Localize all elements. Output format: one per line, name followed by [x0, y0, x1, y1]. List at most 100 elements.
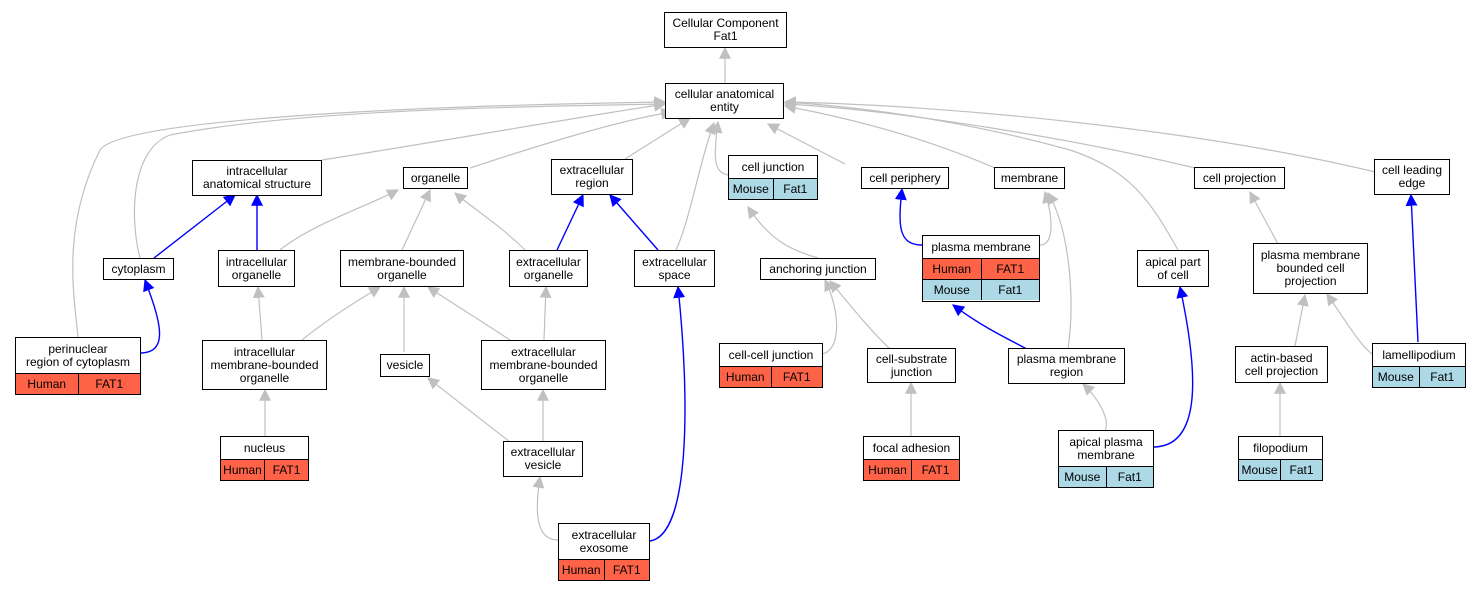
- edge-plasmamem-periphery: [894, 187, 923, 246]
- node-embo-label: extracellular membrane-bounded organelle: [489, 344, 598, 385]
- edge-leadingedge-cae: [783, 96, 1376, 173]
- edge-embo-extorg: [539, 285, 552, 341]
- edge-mbo-organelle: [401, 188, 431, 251]
- edge-intorg-organelle: [279, 189, 400, 251]
- tag-mouse-gene: Fat1: [1418, 367, 1465, 387]
- edge-apicalpm-pmregion: [1082, 383, 1107, 432]
- tag-human-gene: FAT1: [980, 259, 1039, 279]
- node-perinuclear-label: perinuclear region of cytoplasm: [25, 341, 131, 369]
- edge-membrane-cae: [783, 102, 996, 169]
- node-filopodium[interactable]: filopodium Mouse Fat1: [1238, 436, 1323, 481]
- edge-pmregion-plasmamem: [952, 304, 1028, 350]
- node-plasmamem-human-tags: Human FAT1: [923, 258, 1039, 279]
- node-cellproj[interactable]: cell projection: [1194, 167, 1285, 189]
- node-perinuclear[interactable]: perinuclear region of cytoplasm Human FA…: [15, 337, 141, 395]
- node-mbo-label: membrane-bounded organelle: [347, 254, 457, 282]
- tag-human: Human: [221, 460, 264, 480]
- tag-human-gene: FAT1: [911, 460, 959, 480]
- tag-mouse: Mouse: [729, 179, 773, 199]
- node-extorg[interactable]: extracellular organelle: [509, 250, 588, 287]
- node-cytoplasm[interactable]: cytoplasm: [103, 258, 174, 280]
- edge-exosome-extvesicle: [532, 475, 559, 541]
- tag-human: Human: [559, 560, 604, 580]
- node-nucleus[interactable]: nucleus Human FAT1: [220, 436, 309, 481]
- node-apicalpm[interactable]: apical plasma membrane Mouse Fat1: [1058, 430, 1154, 488]
- tag-human-gene: FAT1: [264, 460, 308, 480]
- tag-mouse: Mouse: [1373, 367, 1419, 387]
- node-pmbcp[interactable]: plasma membrane bounded cell projection: [1253, 243, 1368, 294]
- edge-exosome-extspace: [649, 285, 686, 542]
- node-extvesicle-label: extracellular vesicle: [510, 445, 576, 472]
- node-leadingedge[interactable]: cell leading edge: [1374, 159, 1450, 195]
- tag-mouse: Mouse: [1059, 467, 1106, 487]
- edge-periphery-cae: [766, 123, 846, 165]
- node-apicalpart[interactable]: apical part of cell: [1137, 250, 1209, 287]
- node-mbo[interactable]: membrane-bounded organelle: [340, 250, 464, 287]
- node-extspace[interactable]: extracellular space: [634, 250, 715, 287]
- tag-mouse-gene: Fat1: [772, 179, 817, 199]
- node-ias[interactable]: intracellular anatomical structure: [192, 160, 322, 196]
- node-plasmamem-mouse-tags: Mouse Fat1: [923, 279, 1039, 300]
- node-ccj-label: cell-cell junction: [728, 347, 814, 362]
- node-celljunction[interactable]: cell junction Mouse Fat1: [728, 155, 818, 200]
- node-focal[interactable]: focal adhesion Human FAT1: [863, 436, 960, 481]
- node-anchoring[interactable]: anchoring junction: [760, 258, 876, 280]
- node-cae[interactable]: cellular anatomical entity: [665, 83, 784, 119]
- node-embo[interactable]: extracellular membrane-bounded organelle: [481, 340, 606, 390]
- node-nucleus-tags: Human FAT1: [221, 459, 308, 480]
- node-filopodium-label: filopodium: [1253, 440, 1308, 455]
- node-extvesicle[interactable]: extracellular vesicle: [503, 441, 583, 477]
- node-vesicle-label: vesicle: [386, 358, 424, 372]
- node-cytoplasm-label: cytoplasm: [111, 261, 166, 276]
- node-vesicle[interactable]: vesicle: [380, 354, 430, 377]
- node-ccj-tags: Human FAT1: [720, 366, 822, 387]
- node-lamellipodium[interactable]: lamellipodium Mouse Fat1: [1372, 343, 1466, 388]
- node-periphery-label: cell periphery: [869, 170, 941, 185]
- node-cellproj-label: cell projection: [1202, 170, 1277, 185]
- edge-extorg-organelle: [454, 192, 526, 251]
- edge-extspace-extreg: [609, 194, 659, 251]
- node-extreg[interactable]: extracellular region: [551, 159, 633, 195]
- edge-extvesicle-vesicle: [427, 377, 511, 443]
- node-actin[interactable]: actin-based cell projection: [1235, 346, 1328, 383]
- edge-pmbcp-cellproj: [1249, 190, 1279, 245]
- node-intorg[interactable]: intracellular organelle: [218, 250, 295, 287]
- node-intorg-label: intracellular organelle: [225, 254, 288, 282]
- node-ias-label: intracellular anatomical structure: [202, 164, 312, 191]
- node-organelle[interactable]: organelle: [403, 167, 468, 189]
- node-periphery[interactable]: cell periphery: [861, 167, 949, 189]
- node-imbo[interactable]: intracellular membrane-bounded organelle: [202, 340, 327, 390]
- node-root-label: Cellular Component Fat1: [672, 16, 779, 43]
- node-cae-label: cellular anatomical entity: [674, 87, 775, 114]
- node-exosome-tags: Human FAT1: [559, 559, 649, 580]
- blue-edges: [140, 187, 1419, 542]
- node-imbo-label: intracellular membrane-bounded organelle: [210, 344, 319, 385]
- tag-human: Human: [864, 460, 911, 480]
- node-organelle-label: organelle: [410, 170, 461, 185]
- tag-mouse-gene: Fat1: [1105, 467, 1153, 487]
- edge-lamellipodium-pmbcp: [1326, 293, 1373, 355]
- node-membrane-label: membrane: [1000, 170, 1059, 185]
- node-apicalpm-label: apical plasma membrane: [1069, 434, 1143, 462]
- node-nucleus-label: nucleus: [243, 440, 286, 455]
- node-perinuclear-tags: Human FAT1: [16, 373, 140, 394]
- node-exosome[interactable]: extracellular exosome Human FAT1: [558, 523, 650, 581]
- tag-human-gene: FAT1: [77, 374, 140, 394]
- node-plasmamem[interactable]: plasma membrane Human FAT1 Mouse Fat1: [922, 235, 1040, 302]
- node-pmregion[interactable]: plasma membrane region: [1008, 348, 1125, 384]
- node-apicalpart-label: apical part of cell: [1145, 254, 1201, 282]
- node-focal-label: focal adhesion: [872, 440, 951, 455]
- node-ccj[interactable]: cell-cell junction Human FAT1: [719, 343, 823, 388]
- node-membrane[interactable]: membrane: [994, 167, 1065, 189]
- node-leadingedge-label: cell leading edge: [1381, 163, 1443, 190]
- node-csj[interactable]: cell-substrate junction: [867, 348, 956, 383]
- edge-cytoplasm-cae: [133, 98, 667, 259]
- node-pmbcp-label: plasma membrane bounded cell projection: [1260, 248, 1361, 288]
- gray-edges: [72, 46, 1376, 541]
- edge-perinuclear-cae: [72, 96, 667, 339]
- node-root[interactable]: Cellular Component Fat1: [664, 12, 787, 48]
- tag-human-gene: FAT1: [603, 560, 649, 580]
- edge-cellproj-cae: [783, 98, 1196, 169]
- node-celljunction-label: cell junction: [741, 159, 805, 174]
